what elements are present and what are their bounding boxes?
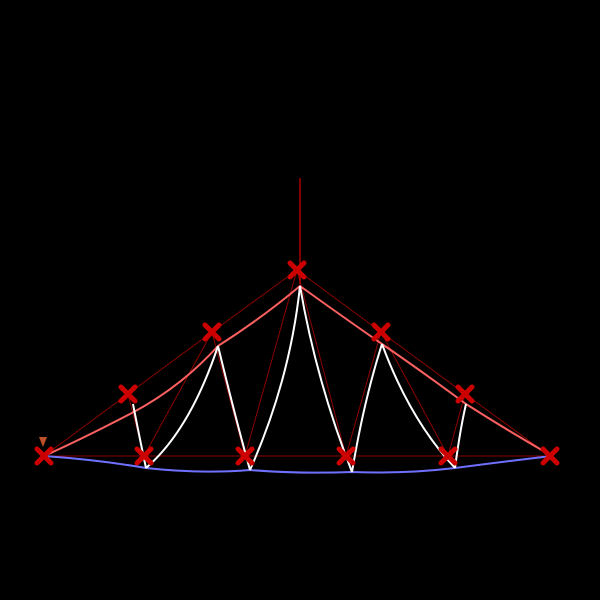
node-x-icon — [118, 384, 138, 404]
node-x-icon — [455, 384, 475, 404]
node-x-stroke — [336, 446, 356, 466]
node-x-stroke — [134, 446, 154, 466]
node-x-stroke — [455, 384, 475, 404]
original-upper-chord-member — [211, 269, 298, 333]
deformed-web-member — [249, 285, 301, 471]
deformed-upper-chord — [43, 284, 553, 457]
node-x-icon — [540, 446, 560, 466]
node-x-stroke — [438, 446, 458, 466]
node-x-stroke — [371, 322, 391, 342]
original-web-member — [143, 331, 213, 457]
deformed-web-member — [217, 345, 251, 471]
node-x-icon — [287, 260, 307, 280]
support-markers — [39, 437, 47, 447]
original-web-member — [380, 331, 449, 457]
deformed-structure — [43, 284, 553, 474]
original-web-member — [345, 331, 382, 457]
deformed-web-member — [454, 403, 467, 469]
original-web-member — [296, 269, 347, 457]
original-web-member — [211, 331, 246, 457]
support-triangle-icon — [39, 437, 47, 447]
original-upper-chord-member — [380, 331, 466, 395]
deformed-lower-chord — [43, 455, 553, 474]
node-x-stroke — [34, 446, 54, 466]
deformed-web-member — [299, 285, 353, 473]
deformed-web-member — [132, 403, 147, 469]
node-x-icon — [336, 446, 356, 466]
original-web-member — [244, 269, 298, 457]
node-x-stroke — [540, 446, 560, 466]
original-upper-chord-member — [296, 269, 382, 333]
original-web-member — [447, 393, 466, 457]
node-x-icon — [202, 322, 222, 342]
node-x-icon — [438, 446, 458, 466]
node-markers — [34, 260, 560, 466]
original-structure — [43, 269, 551, 457]
original-upper-chord-member — [127, 331, 213, 395]
node-x-stroke — [202, 322, 222, 342]
node-x-icon — [371, 322, 391, 342]
node-x-icon — [34, 446, 54, 466]
node-x-stroke — [287, 260, 307, 280]
deformed-web-member — [145, 345, 219, 469]
deformed-web-member — [351, 343, 383, 473]
node-x-stroke — [235, 446, 255, 466]
node-x-icon — [134, 446, 154, 466]
original-upper-chord-member — [43, 393, 129, 457]
node-x-icon — [235, 446, 255, 466]
node-x-stroke — [118, 384, 138, 404]
